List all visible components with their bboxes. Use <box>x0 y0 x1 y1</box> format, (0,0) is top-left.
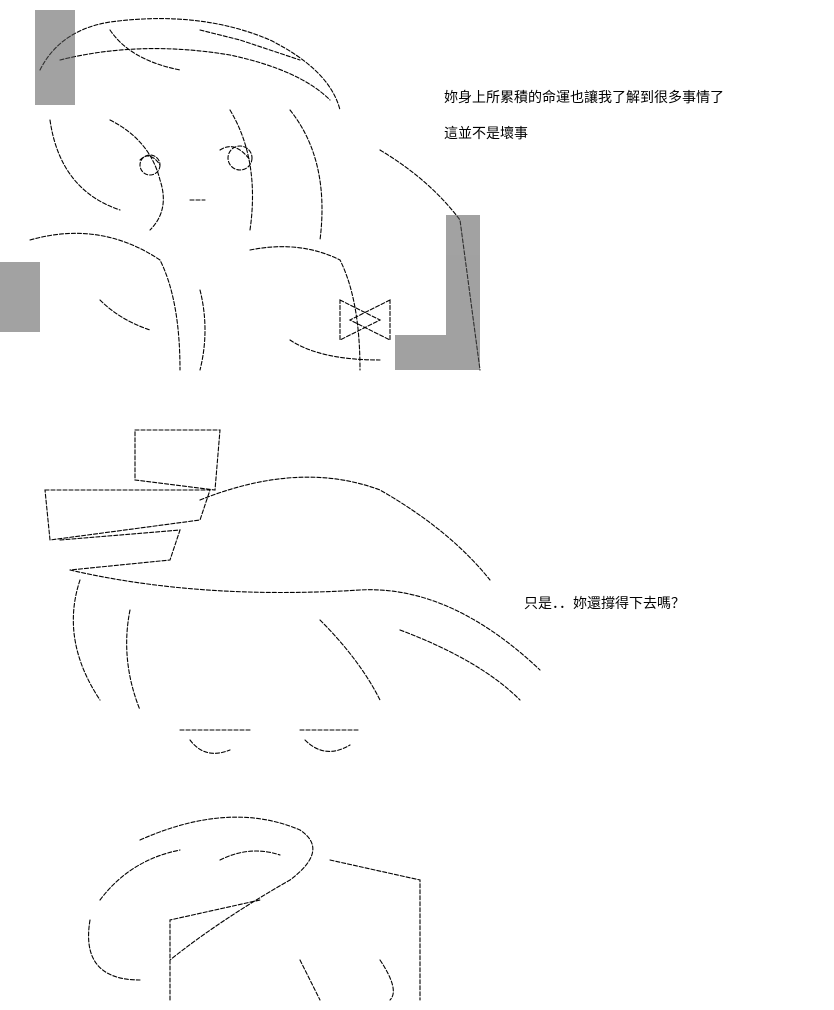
character-artwork-top <box>0 0 490 390</box>
dialogue-line: 只是．．妳還撐得下去嗎？ <box>524 596 685 612</box>
manga-panel-1: 妳身上所累積的命運也讓我了解到很多事情了 這並不是壞事 <box>0 0 834 390</box>
character-artwork-bottom <box>0 400 545 1010</box>
dialogue-line: 這並不是壞事 <box>444 126 528 142</box>
dialogue-line: 妳身上所累積的命運也讓我了解到很多事情了 <box>444 90 724 106</box>
manga-panel-2: 只是．．妳還撐得下去嗎？ <box>0 400 834 1010</box>
